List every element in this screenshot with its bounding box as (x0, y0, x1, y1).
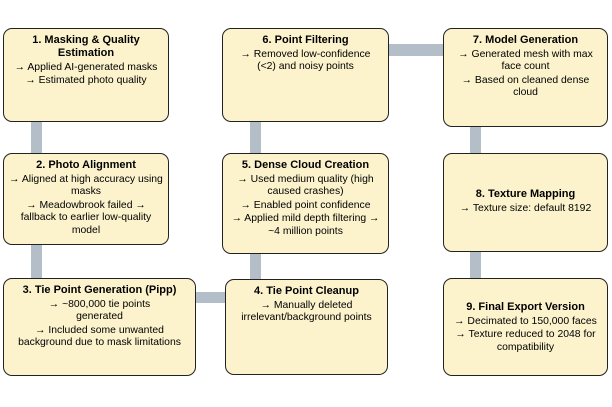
step-3-item-1: → ~800,000 tie points generated (48, 299, 151, 323)
step-5-item-3: → Applied mild depth filtering → ~4 mill… (231, 213, 380, 237)
step-7-box: 7. Model Generation → Generated mesh wit… (443, 28, 608, 127)
connector-7-8 (470, 125, 481, 155)
connector-3-4 (194, 292, 228, 303)
connector-6-7 (388, 44, 444, 56)
step-7-item-2: → Based on cleaned dense cloud (461, 74, 590, 99)
step-9-box: 9. Final Export Version → Decimated to 1… (443, 278, 608, 376)
step-1-box: 1. Masking & Quality Estimation → Applie… (3, 28, 169, 122)
step-9-item-2: → Texture reduced to 2048 for compatibil… (455, 329, 596, 353)
step-5-title: 5. Dense Cloud Creation (241, 159, 370, 171)
step-1-item-1: → Applied AI-generated masks (14, 62, 158, 73)
step-8-item-1: → Texture size: default 8192 (459, 203, 592, 214)
step-3-item-2: → Included some unwanted background due … (18, 324, 181, 349)
step-6-box: 6. Point Filtering → Removed low-confide… (222, 28, 389, 122)
step-5-item-1: → Used medium quality (high caused crash… (237, 174, 374, 198)
connector-4-5 (250, 252, 261, 281)
step-1-item-2: → Estimated photo quality (25, 75, 147, 87)
step-8-title: 8. Texture Mapping (475, 188, 576, 200)
step-4-title: 4. Tie Point Cleanup (254, 285, 359, 297)
step-9-item-1: → Decimated to 150,000 faces (454, 316, 597, 327)
connector-5-6 (250, 120, 261, 155)
step-8-box: 8. Texture Mapping → Texture size: defau… (443, 153, 608, 252)
step-6-title: 6. Point Filtering (262, 34, 349, 46)
step-7-title: 7. Model Generation (472, 34, 579, 46)
step-1-title: 1. Masking & Quality Estimation (32, 34, 140, 59)
step-5-box: 5. Dense Cloud Creation → Used medium qu… (222, 153, 389, 254)
step-5-item-2: → Enabled point confidence (240, 199, 371, 211)
step-2-item-1: → Aligned at high accuracy using masks (9, 174, 163, 198)
step-9-title: 9. Final Export Version (466, 301, 585, 313)
step-2-title: 2. Photo Alignment (36, 159, 136, 171)
connector-8-9 (470, 250, 481, 280)
step-4-item-1: → Manually deleted irrelevant/background… (241, 300, 372, 324)
step-6-item-1: → Removed low-confidence (<2) and noisy … (240, 49, 371, 73)
step-2-box: 2. Photo Alignment → Aligned at high acc… (3, 153, 169, 245)
step-7-item-1: → Generated mesh with max face count (458, 49, 593, 73)
step-4-box: 4. Tie Point Cleanup → Manually deleted … (225, 279, 388, 375)
connector-2-3 (31, 243, 42, 280)
step-3-title: 3. Tie Point Generation (Pipp) (22, 284, 177, 296)
connector-1-2 (31, 120, 42, 155)
step-3-box: 3. Tie Point Generation (Pipp) → ~800,00… (3, 278, 196, 376)
step-2-item-2: → Meadowbrook failed → fallback to earli… (20, 199, 152, 236)
